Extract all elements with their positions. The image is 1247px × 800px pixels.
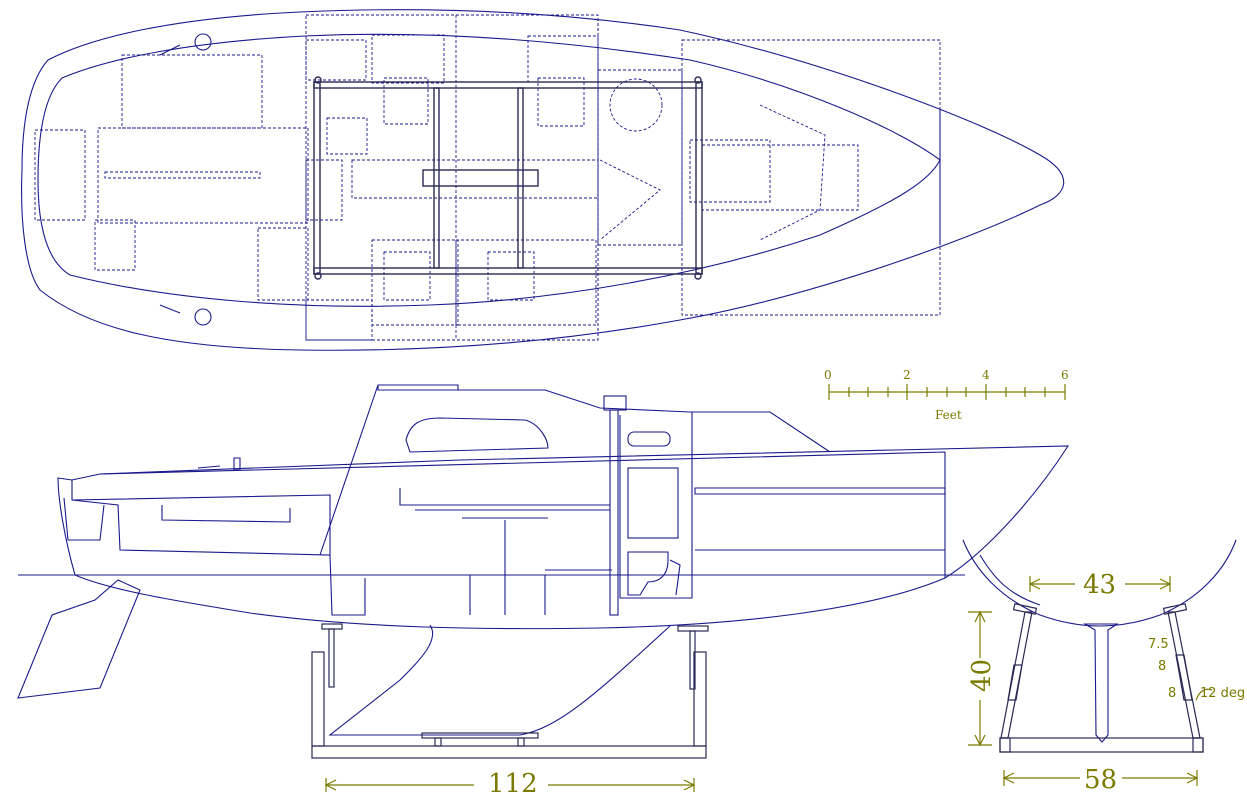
plan-hull-outline xyxy=(21,9,1065,351)
arm-annotation-b: 8 xyxy=(1158,659,1166,674)
profile-hull xyxy=(57,445,1070,630)
cradle-length-value: 112 xyxy=(488,769,538,799)
support-height-value: 40 xyxy=(967,659,997,692)
scale-unit-label: Feet xyxy=(935,408,962,422)
section-view xyxy=(962,539,1237,753)
profile-keel xyxy=(328,624,671,736)
dimension-base-width: 58 xyxy=(1002,765,1199,795)
scale-tick-0: 0 xyxy=(824,368,832,382)
arm-angle-annotation: 12 deg xyxy=(1200,686,1245,701)
hull-width-value: 43 xyxy=(1083,570,1116,600)
scale-tick-2: 2 xyxy=(903,368,911,382)
plan-interior-dashed xyxy=(34,14,941,341)
profile-view xyxy=(17,384,1070,736)
scale-tick-6: 6 xyxy=(1061,368,1069,382)
profile-cabin xyxy=(319,384,831,556)
plan-winch-port xyxy=(194,33,212,51)
profile-rudder xyxy=(17,579,141,699)
base-width-value: 58 xyxy=(1084,765,1117,795)
arm-annotations: 7.5 8 8 12 deg xyxy=(1148,637,1245,701)
dimension-support-height: 40 xyxy=(967,610,997,747)
dimension-hull-width: 43 xyxy=(1028,570,1172,600)
plan-view xyxy=(21,9,1065,351)
arm-annotation-c: 8 xyxy=(1168,686,1176,701)
scale-bar: 0 2 4 6 Feet xyxy=(824,368,1069,422)
section-hull xyxy=(962,539,1237,627)
plan-winch-stbd xyxy=(194,308,212,326)
plan-cradle-frame xyxy=(313,76,703,280)
dimension-cradle-length: 112 xyxy=(324,769,696,799)
profile-cradle xyxy=(311,623,709,759)
angle-arc xyxy=(1195,688,1213,701)
arm-annotation-a: 7.5 xyxy=(1148,637,1169,652)
plan-inner-sheer xyxy=(37,33,941,307)
scale-tick-4: 4 xyxy=(982,368,990,382)
